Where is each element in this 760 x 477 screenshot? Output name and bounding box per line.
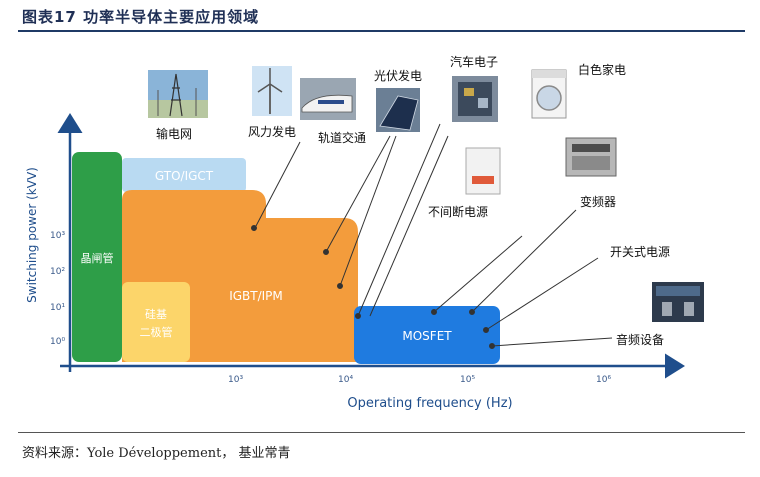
auto-electronics-icon xyxy=(452,76,498,122)
leader-dot xyxy=(337,283,343,289)
app-label-auto: 汽车电子 xyxy=(450,54,498,69)
thyristor-label: 晶闸管 xyxy=(81,251,114,265)
y-axis-label: Switching power (kVV) xyxy=(25,167,39,303)
leader-line xyxy=(325,135,391,253)
y-tick-label: 10¹ xyxy=(50,303,65,313)
leader-line xyxy=(339,135,397,287)
power-grid-icon xyxy=(148,70,208,118)
thyristor-region xyxy=(72,152,122,362)
x-tick-label: 10⁴ xyxy=(338,375,353,385)
mosfet-region xyxy=(354,306,500,364)
leader-dot xyxy=(323,249,329,255)
igbt-ipm-label: IGBT/IPM xyxy=(229,289,283,303)
x-tick-label: 10⁶ xyxy=(596,375,611,385)
leader-dot xyxy=(251,225,257,231)
app-label-audio: 音频设备 xyxy=(616,332,664,347)
y-tick-label: 10² xyxy=(50,267,65,277)
y-tick-label: 10³ xyxy=(50,231,65,241)
app-label-solar: 光伏发电 xyxy=(374,68,422,83)
app-label-appliance: 白色家电 xyxy=(578,62,626,77)
x-tick-label: 10³ xyxy=(228,375,243,385)
diode-label-line1: 硅基 xyxy=(145,308,167,321)
leader-line xyxy=(491,337,613,347)
mosfet-label: MOSFET xyxy=(402,329,452,343)
leader-line xyxy=(369,135,449,317)
leader-dot xyxy=(355,313,361,319)
x-axis-label: Operating frequency (Hz) xyxy=(347,396,512,411)
x-tick-label: 10⁵ xyxy=(460,375,475,385)
app-label-rail: 轨道交通 xyxy=(318,130,366,145)
gto-igct-region xyxy=(122,158,246,192)
high-speed-train-icon xyxy=(300,78,356,120)
source-note: 资料来源：Yole Développement， 基业常青 xyxy=(22,446,291,461)
leader-dot xyxy=(431,309,437,315)
app-label-wind: 风力发电 xyxy=(248,124,296,139)
app-label-grid: 输电网 xyxy=(156,126,192,141)
ups-icon xyxy=(465,147,501,195)
leader-line xyxy=(471,209,577,313)
solar-panel-icon xyxy=(376,88,420,132)
source-rule xyxy=(18,432,745,433)
audio-amplifier-icon xyxy=(652,282,704,322)
leader-line xyxy=(255,141,301,227)
washing-machine-icon xyxy=(531,69,567,119)
inverter-icon xyxy=(565,137,617,177)
silicon-diode-region xyxy=(122,282,190,362)
app-label-smps: 开关式电源 xyxy=(610,245,670,259)
figure-title: 图表17 功率半导体主要应用领域 xyxy=(22,8,260,26)
gto-igct-label: GTO/IGCT xyxy=(155,169,214,183)
leader-dot xyxy=(469,309,475,315)
y-tick-label: 10⁰ xyxy=(50,337,65,347)
title-rule xyxy=(18,30,745,32)
leader-line xyxy=(433,235,523,313)
diode-label-line2: 二极管 xyxy=(140,325,173,339)
wind-turbine-icon xyxy=(252,66,292,116)
app-label-inverter: 变频器 xyxy=(580,194,616,209)
leader-dot xyxy=(483,327,489,333)
leader-dot xyxy=(489,343,495,349)
leader-line xyxy=(357,123,441,317)
leader-line xyxy=(485,257,599,331)
app-label-ups: 不间断电源 xyxy=(428,204,488,219)
